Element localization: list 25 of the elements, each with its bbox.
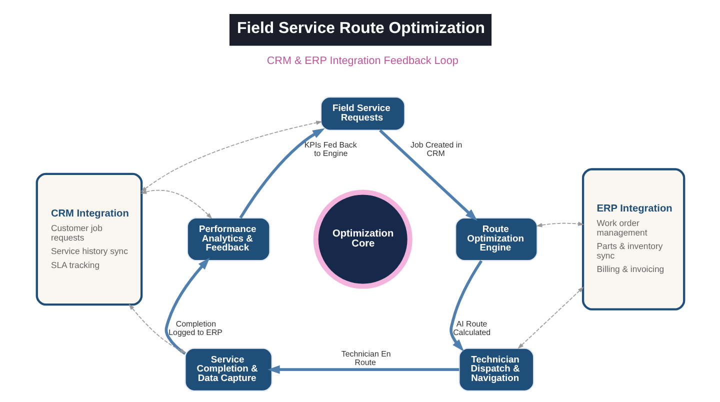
arrow bbox=[140, 190, 212, 219]
diagram-title: Field Service Route Optimization bbox=[236, 20, 484, 38]
arrow bbox=[536, 222, 584, 228]
arrow bbox=[517, 286, 584, 349]
arrow bbox=[128, 304, 186, 354]
arrow bbox=[449, 260, 482, 352]
edge-label: AI Route Calculated bbox=[452, 319, 490, 338]
node-box: CRM Integration Customer job requests Service history sync SLA tracking bbox=[35, 172, 142, 306]
node-box: Service Completion & Data Capture bbox=[184, 348, 272, 392]
arrow bbox=[140, 120, 322, 192]
arrow bbox=[378, 129, 477, 221]
edge-label: Job Created in CRM bbox=[410, 140, 462, 158]
node-box: Field Service Requests bbox=[320, 96, 405, 131]
arrow bbox=[267, 365, 459, 374]
label: CRM & ERP Integration Feedback Loop bbox=[266, 55, 458, 68]
node-box: Route Optimization Engine bbox=[454, 217, 538, 262]
edge-label: Technician En Route bbox=[340, 349, 390, 368]
node-box: Performance Analytics & Feedback bbox=[186, 217, 270, 262]
node-box: ERP Integration Work order management Parts & inventory sync Billing & invoicing bbox=[581, 168, 685, 310]
edge-label: KPIs Fed Back to Engine bbox=[304, 140, 356, 158]
node-circle: Optimization Core bbox=[312, 190, 412, 289]
arrow bbox=[238, 128, 324, 219]
arrow bbox=[164, 258, 210, 355]
node-box: Technician Dispatch & Navigation bbox=[458, 348, 534, 392]
edge-label: Completion Logged to ERP bbox=[168, 319, 222, 338]
